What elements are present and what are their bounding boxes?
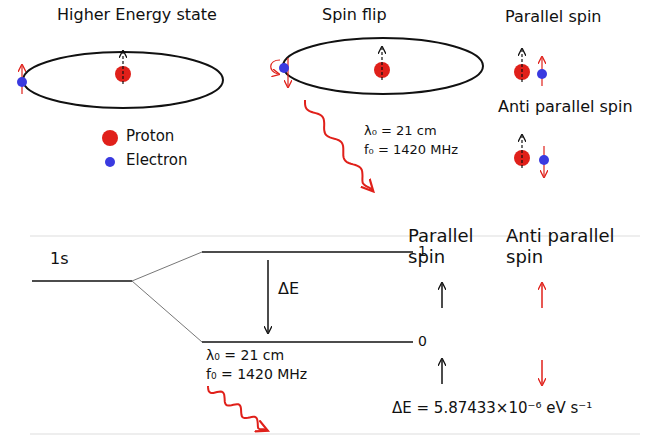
photon-wave — [208, 386, 266, 430]
electron — [279, 63, 289, 73]
text-label: 1s — [50, 250, 69, 268]
text-label: Parallel spin — [505, 8, 601, 26]
text-label: Anti parallel spin — [506, 226, 618, 267]
text-label: ΔE — [278, 280, 299, 298]
orbit — [283, 38, 483, 94]
electron — [539, 155, 549, 165]
level-1s — [32, 280, 132, 282]
electron-dot — [105, 157, 115, 167]
proton-dot — [102, 130, 118, 146]
delta-arrow — [267, 260, 269, 332]
photon-wave — [305, 100, 372, 190]
text-label: f₀ = 1420 MHz — [206, 366, 307, 382]
text-label: f₀ = 1420 MHz — [364, 143, 458, 158]
text-label: Electron — [126, 152, 188, 169]
orbit — [23, 52, 223, 108]
text-label: Anti parallel spin — [498, 98, 633, 116]
electron — [537, 69, 547, 79]
text-label: λ₀ = 21 cm — [206, 347, 284, 363]
text-label: Proton — [126, 128, 174, 145]
text-label: 0 — [418, 333, 427, 349]
text-label: Spin flip — [322, 6, 387, 24]
text-label: Parallel spin — [408, 226, 492, 267]
text-label: Higher Energy state — [57, 6, 217, 24]
text-label: λ₀ = 21 cm — [364, 124, 437, 139]
level-1 — [202, 251, 413, 253]
text-label: ΔE = 5.87433×10⁻⁶ eV s⁻¹ — [392, 400, 592, 417]
electron — [17, 77, 27, 87]
level-0 — [202, 341, 413, 343]
